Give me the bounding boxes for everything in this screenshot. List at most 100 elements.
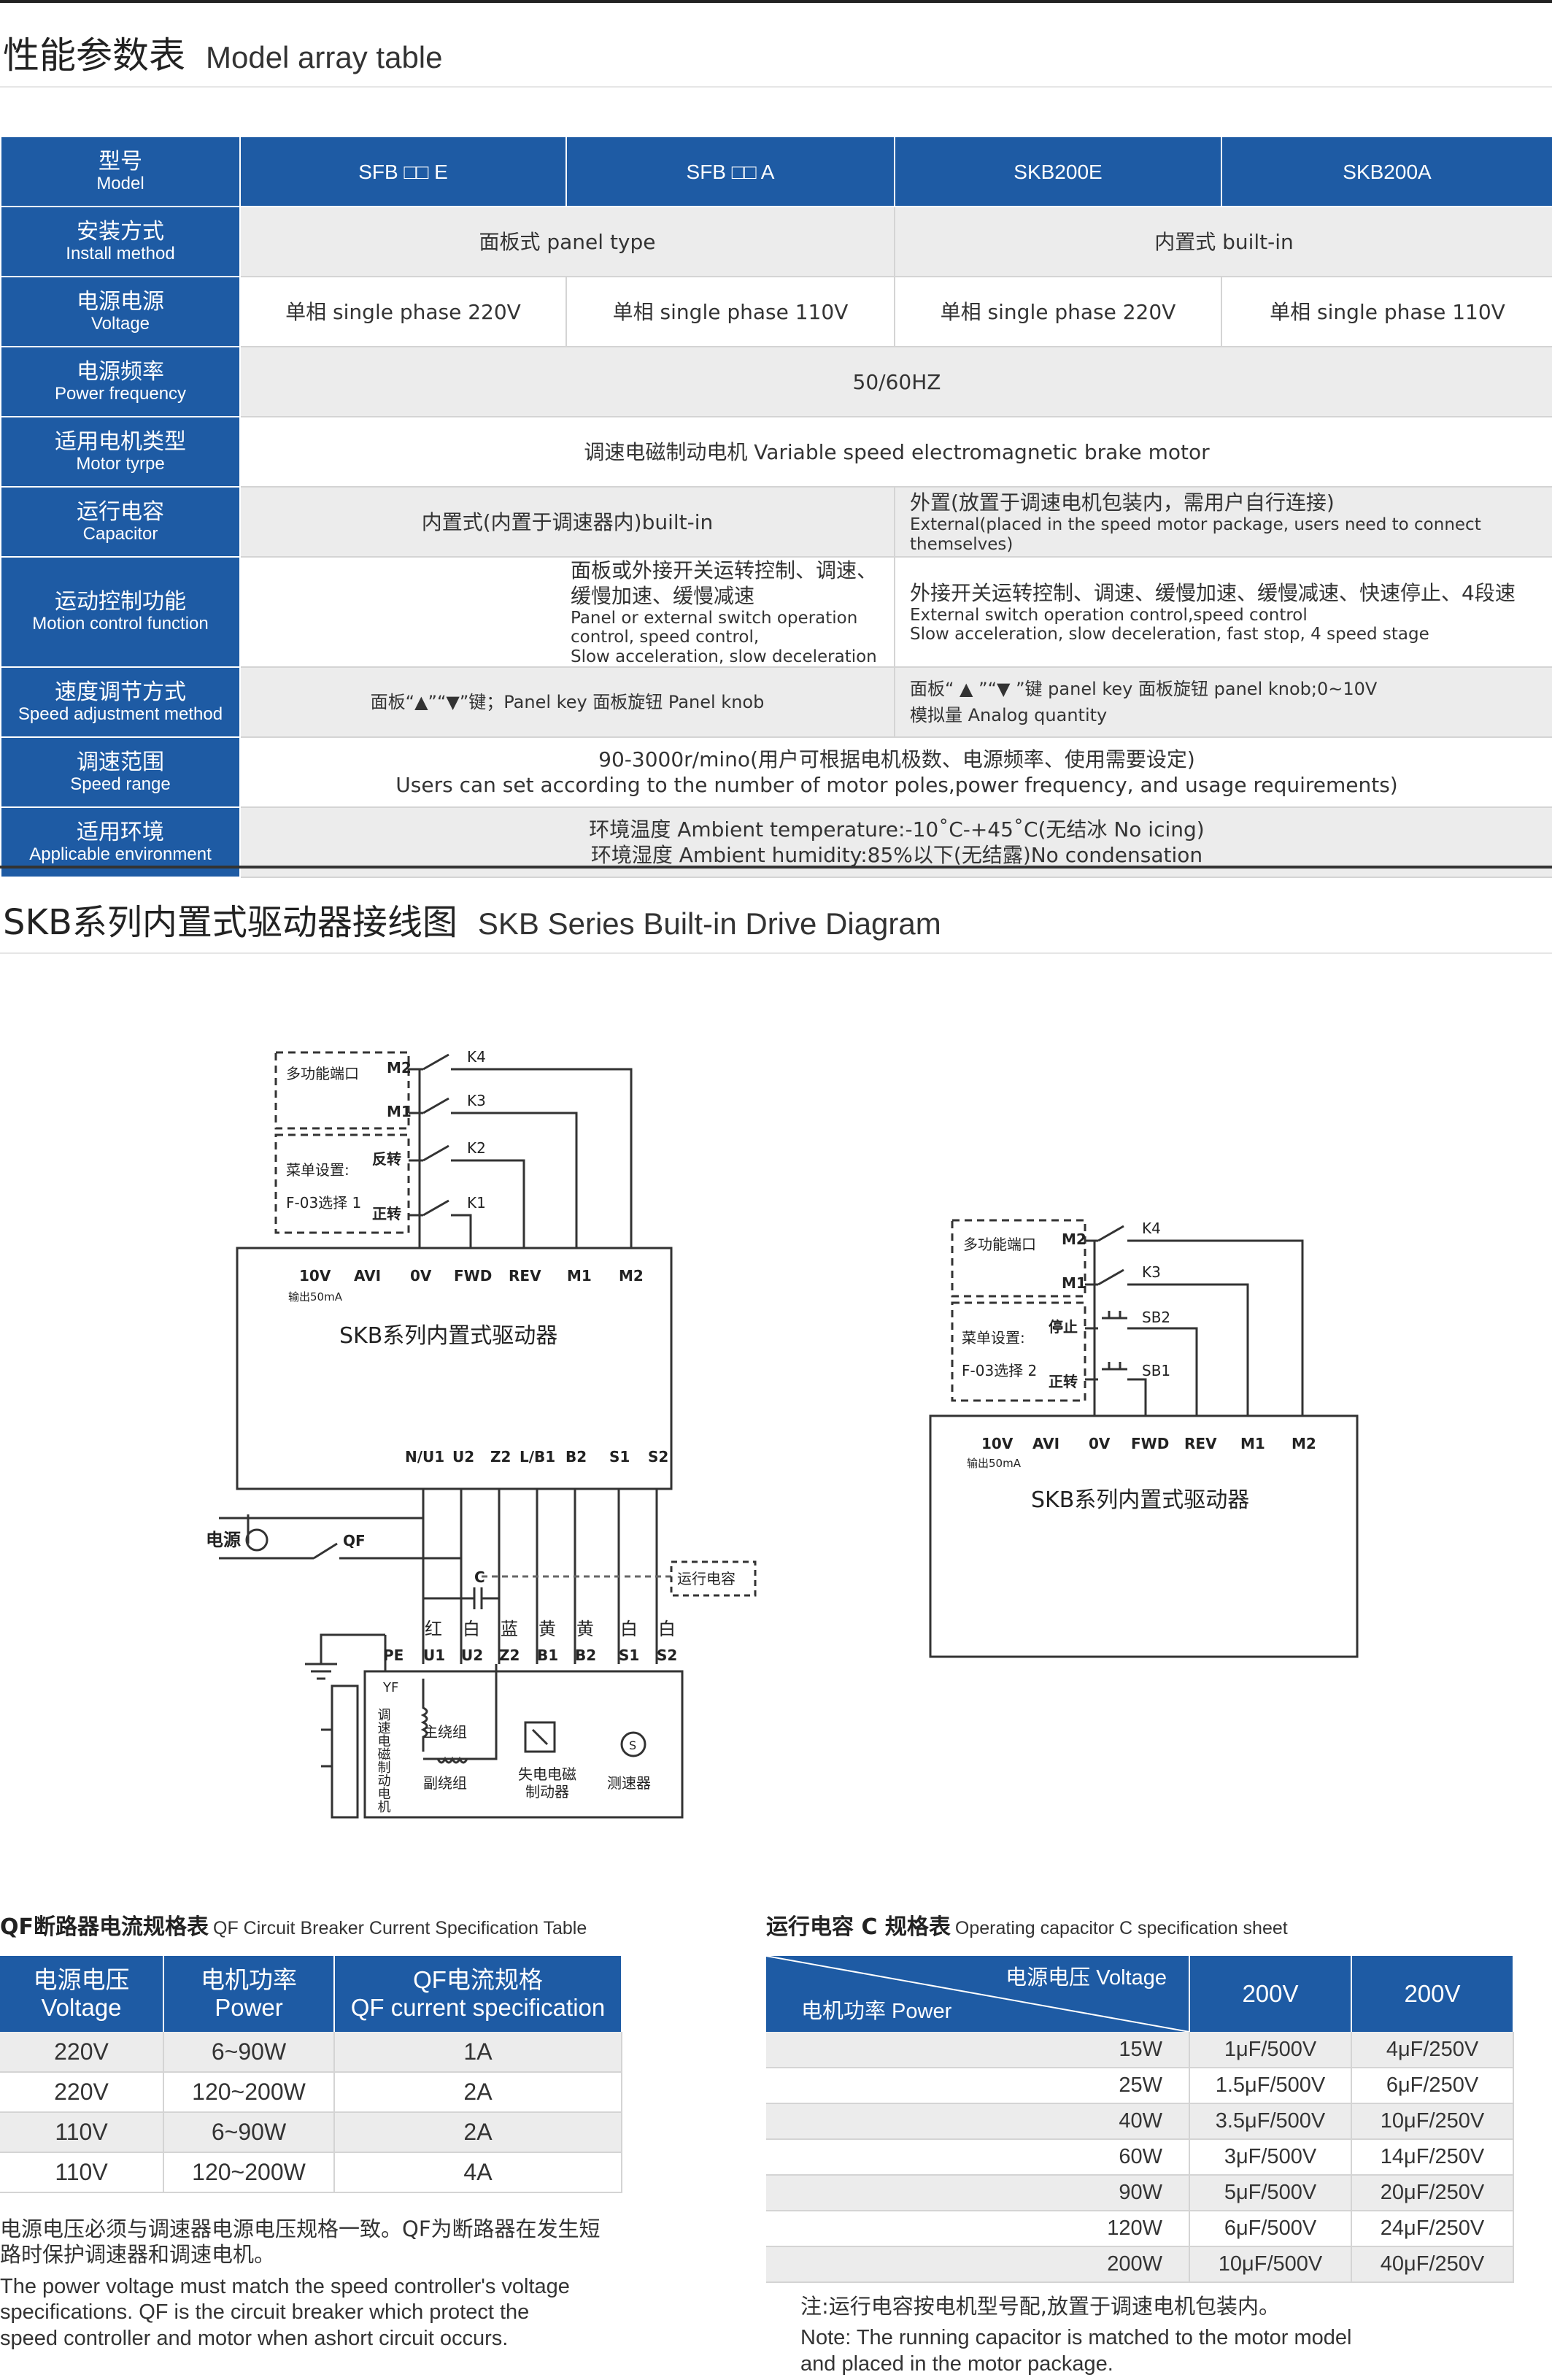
table-row: 电源电压 Voltage 电机功率 Power 200V 200V (766, 1956, 1514, 2032)
label-k2: K2 (467, 1139, 486, 1157)
wiring-diagram: 多功能端口 M2 M1 菜单设置: F-03选择 1 反转 正转 K4 K3 K… (206, 1048, 1359, 1819)
label-k4: K4 (467, 1048, 486, 1066)
label-m1: M1 (387, 1103, 412, 1120)
driver-label: SKB系列内置式驱动器 (1031, 1487, 1249, 1513)
label-yf: YF (382, 1680, 398, 1695)
title-zh: QF断路器电流规格表 (0, 1914, 209, 1940)
label-m2: M2 (1062, 1231, 1086, 1248)
terminal-label: REV (1184, 1435, 1217, 1452)
diagonal-line (766, 1956, 1189, 2032)
label-fwd: 正转 (1049, 1373, 1078, 1390)
title-zh: 运行电容 C 规格表 (766, 1914, 951, 1940)
wire-color: 蓝 (501, 1619, 518, 1639)
label-menu: 菜单设置: (286, 1161, 350, 1179)
wire-color: 白 (658, 1619, 676, 1639)
label-power: 电源 (206, 1530, 241, 1550)
column-header: 200V (1351, 1956, 1514, 2032)
table-cell: 面板“▲”“▼”键；Panel key 面板旋钮 Panel knob (239, 667, 895, 739)
cap-note: 注:运行电容按电机型号配,放置于调速电机包装内。 Note: The runni… (800, 2294, 1352, 2376)
title-en: QF Circuit Breaker Current Specification… (213, 1918, 587, 1938)
terminal-label: Z2 (490, 1448, 511, 1466)
qf-note: 电源电压必须与调速器电源电压规格一致。QF为断路器在发生短 路时保护调速器和调速… (0, 2217, 601, 2350)
terminal-label: AVI (1032, 1435, 1059, 1452)
title-en: Operating capacitor C specification shee… (954, 1918, 1288, 1938)
terminal-label: M2 (1292, 1435, 1316, 1452)
terminal-label: Z2 (499, 1647, 520, 1664)
label-brake: 制动器 (525, 1783, 569, 1801)
section-title-diagram: SKB系列内置式驱动器接线图 SKB Series Built-in Drive … (3, 893, 941, 944)
terminal-label: M2 (619, 1267, 644, 1285)
label-c: C (474, 1568, 485, 1586)
label-m2: M2 (387, 1059, 412, 1077)
title-en: SKB Series Built-in Drive Diagram (477, 906, 941, 941)
table-cell: 内置式(内置于调速器内)built-in (239, 487, 895, 558)
terminal-label: 10V (981, 1435, 1014, 1452)
terminal-label: FWD (454, 1267, 492, 1285)
label-pe: PE (383, 1647, 404, 1664)
table-cell: 面板式 panel type (239, 207, 895, 277)
label-k4: K4 (1142, 1220, 1161, 1237)
title-rule (0, 86, 1552, 88)
label-multi-port: 多功能端口 (286, 1065, 359, 1082)
terminal-label: M1 (1240, 1435, 1265, 1452)
label-fwd: 正转 (372, 1205, 401, 1222)
wire-color: 白 (620, 1619, 638, 1639)
table-cell: 单相 single phase 110V (565, 277, 895, 347)
title-rule (0, 952, 1552, 954)
label-menu: 菜单设置: (962, 1329, 1025, 1347)
driver-label: SKB系列内置式驱动器 (339, 1323, 557, 1349)
terminal-label: REV (509, 1267, 541, 1285)
terminal-label: AVI (354, 1267, 381, 1285)
label-brake: 失电电磁 (518, 1765, 576, 1783)
terminal-label: 0V (1089, 1435, 1111, 1452)
table-cell: 单相 single phase 110V (1221, 277, 1552, 347)
terminal-label: U2 (461, 1647, 483, 1664)
terminal-label: B2 (565, 1448, 587, 1466)
table-cell: 面板“ ▲ ”“▼ ”键 panel key 面板旋钮 panel knob;0… (894, 667, 1552, 739)
label-f03: F-03选择 2 (962, 1362, 1037, 1379)
title-zh: SKB系列内置式驱动器接线图 (3, 902, 458, 943)
model-cell: SFB □□ A (565, 136, 895, 207)
label-tacho: 测速器 (607, 1774, 651, 1792)
terminal-label: B2 (575, 1647, 596, 1664)
wire-color: 红 (425, 1619, 442, 1639)
label-out50: 输出50mA (288, 1290, 343, 1303)
model-cell: SKB200A (1221, 136, 1552, 207)
model-cell: SKB200E (894, 136, 1222, 207)
table-cell: 90-3000r/mino(用户可根据电机极数、电源频率、使用需要设定)User… (239, 737, 1552, 809)
title-en: Model array table (206, 40, 443, 74)
label-motor: 调速电磁制动电机 (376, 1708, 391, 1813)
label-s: S (629, 1738, 636, 1752)
terminal-label: S1 (609, 1448, 630, 1466)
table-cell: 单相 single phase 220V (239, 277, 566, 347)
model-cell: SFB □□ E (239, 136, 567, 207)
label-aux-winding: 副绕组 (423, 1774, 467, 1792)
table-cell: 50/60HZ (239, 347, 1552, 417)
terminal-label: FWD (1131, 1435, 1169, 1452)
wire-color: 黄 (576, 1619, 594, 1639)
label-sb2: SB2 (1142, 1309, 1170, 1326)
wire-color: 白 (463, 1619, 480, 1639)
